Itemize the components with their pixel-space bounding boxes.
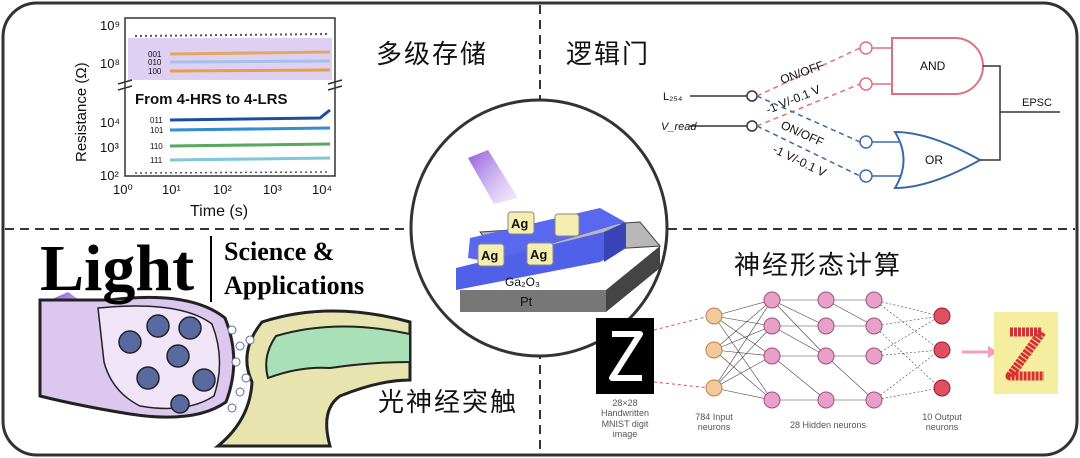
- output-neurons-caption-line-1: 10 Output: [922, 412, 962, 422]
- ag-label-4: Ag: [530, 247, 547, 262]
- hidden-neurons: [763, 291, 883, 409]
- and-label: AND: [920, 59, 946, 73]
- switch-node-1: [746, 90, 758, 102]
- or-gate: [893, 130, 983, 190]
- title-logic-gate: 逻辑门: [566, 40, 651, 70]
- title-multilevel-storage: 多级存储: [376, 40, 489, 70]
- state-label-hrs-2: 010: [148, 58, 162, 67]
- journal-logo-divider: [210, 236, 212, 302]
- trace-hrs-001: [169, 50, 331, 56]
- state-label-lrs-2: 101: [150, 126, 164, 135]
- ag-electrode-3: [477, 243, 505, 267]
- and-gate: [891, 37, 984, 95]
- mnist-caption: 28×28 Handwritten MNIST digit image: [592, 398, 658, 439]
- title-optical-synapse: 光神经突触: [378, 388, 519, 418]
- light-beam: [468, 150, 518, 204]
- device-stack: Ag Ag Ag Ga₂O₃ Pt: [456, 150, 662, 312]
- plot-xlabel: Time (s): [190, 203, 248, 220]
- pt-label: Pt: [520, 294, 533, 309]
- ag-electrode-1: [507, 211, 535, 235]
- input-neurons-caption-line-2: neurons: [697, 422, 731, 433]
- trace-lrs-101: [169, 126, 331, 132]
- trace-lrs-011: [169, 108, 331, 122]
- mnist-caption-line-4: image: [612, 429, 638, 440]
- plot-title: From 4-HRS to 4-LRS: [135, 91, 288, 108]
- ag-label-1: Ag: [511, 216, 528, 231]
- ag-electrode-4: [526, 242, 554, 266]
- ytick-hrs-1: 10⁹: [100, 18, 120, 33]
- xtick-2: 10²: [213, 182, 232, 197]
- output-neurons-caption-line-2: neurons: [925, 422, 959, 433]
- resistance-plot: From 4-HRS to 4-LRS Resistance (Ω) Time …: [73, 17, 343, 220]
- journal-logo-light: Light: [40, 232, 195, 305]
- title-neuromorphic-computing: 神经形态计算: [734, 251, 903, 281]
- ytick-hrs-2: 10⁸: [100, 56, 120, 71]
- pt-side: [606, 246, 660, 312]
- output-edges: [873, 299, 941, 401]
- mnist-caption-line-3: MNIST digit: [601, 418, 649, 429]
- synapse-illustration: [38, 292, 412, 448]
- neural-network: [596, 291, 1058, 409]
- input-neurons-caption: 784 Input neurons: [682, 412, 746, 433]
- plot-ylabel: Resistance (Ω): [73, 62, 90, 162]
- journal-logo-subtitle-2: Applications: [224, 271, 365, 300]
- trace-lrs-110: [169, 142, 331, 148]
- state-label-lrs-1: 011: [150, 116, 163, 125]
- trace-lrs-111: [169, 156, 331, 162]
- ytick-lrs-1: 10⁴: [100, 115, 120, 130]
- output-neurons-caption: 10 Output neurons: [910, 412, 974, 433]
- hidden-neurons-caption: 28 Hidden neurons: [789, 420, 867, 430]
- output-digit: [1005, 327, 1047, 381]
- input-label-1: L₂₅₄: [663, 91, 683, 103]
- state-label-lrs-4: 111: [150, 156, 163, 165]
- ag-electrode-2: [554, 213, 580, 237]
- output-label: EPSC: [1022, 97, 1052, 109]
- switch-node-2: [746, 120, 758, 132]
- ga2o3-top: [468, 208, 625, 262]
- xtick-1: 10¹: [162, 182, 181, 197]
- pt-front: [460, 290, 606, 312]
- hrs-band: [128, 38, 332, 80]
- xtick-4: 10⁴: [312, 182, 332, 197]
- input-neurons-caption-line-1: 784 Input: [695, 412, 733, 422]
- trace-hrs-010: [169, 59, 331, 64]
- ga2o3-label: Ga₂O₃: [505, 275, 540, 289]
- ytick-lrs-2: 10³: [100, 140, 119, 155]
- state-label-hrs-3: 100: [148, 67, 162, 76]
- ag-label-3: Ag: [481, 248, 498, 263]
- trace-hrs-100: [169, 68, 331, 73]
- journal-logo-subtitle-1: Science &: [224, 237, 335, 266]
- state-label-hrs-1: 001: [148, 50, 162, 59]
- or-label: OR: [925, 153, 943, 167]
- output-neurons: [933, 307, 951, 397]
- ga2o3-side: [604, 222, 626, 262]
- mnist-caption-line-2: Handwritten: [600, 408, 650, 419]
- state-label-lrs-3: 110: [150, 142, 163, 151]
- postsynaptic-inner: [265, 325, 411, 380]
- ytick-lrs-3: 10²: [100, 168, 119, 183]
- plot-frame: [124, 17, 336, 177]
- neurotransmitters: [227, 325, 255, 413]
- input-neurons: [705, 307, 723, 397]
- input-label-2: V_read: [661, 121, 697, 133]
- xtick-3: 10³: [263, 182, 282, 197]
- xtick-0: 10⁰: [113, 182, 133, 197]
- vesicles: [118, 314, 216, 414]
- mnist-caption-line-1: 28×28: [612, 398, 638, 408]
